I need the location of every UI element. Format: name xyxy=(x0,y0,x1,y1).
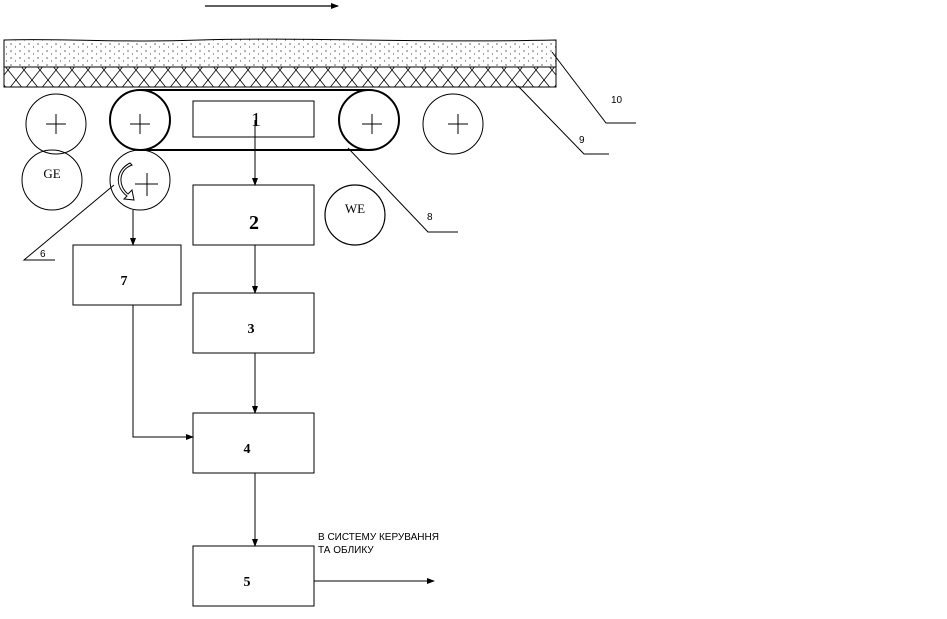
block-1 xyxy=(192,100,315,138)
callout-10-leader xyxy=(551,51,636,124)
ge-roller xyxy=(21,149,83,211)
arrow-7-to-4 xyxy=(132,305,194,440)
conveyor-belt xyxy=(3,66,557,88)
block-2 xyxy=(192,184,315,246)
we-roller xyxy=(324,184,386,246)
material-layer xyxy=(3,38,557,68)
roller-2 xyxy=(109,89,171,151)
block-4 xyxy=(192,412,315,474)
callout-6-leader xyxy=(22,184,115,261)
we-label: WE xyxy=(345,201,365,216)
callout-6: 6 xyxy=(40,249,46,260)
callout-8: 8 xyxy=(427,212,433,223)
roller-4 xyxy=(422,93,484,155)
output-text-line2: ТА ОБЛИКУ xyxy=(318,545,374,556)
roller-3 xyxy=(338,89,400,151)
ge-label: GE xyxy=(43,166,60,181)
rotation-arrow-icon xyxy=(117,162,135,201)
block-1-label: 1 xyxy=(251,109,261,131)
callout-10: 10 xyxy=(611,95,623,106)
block-7-label: 7 xyxy=(121,274,128,289)
block-3-label: 3 xyxy=(248,322,255,337)
callout-8-leader xyxy=(347,147,458,233)
block-2-label: 2 xyxy=(249,212,259,234)
callout-9-leader xyxy=(517,85,609,155)
rotation-roller xyxy=(109,149,171,211)
block-5-label: 5 xyxy=(244,575,251,590)
callout-9: 9 xyxy=(579,135,585,146)
block-4-label: 4 xyxy=(244,442,251,457)
block-5 xyxy=(192,545,315,607)
output-text-line1: В СИСТЕМУ КЕРУВАННЯ xyxy=(318,532,439,543)
block-7 xyxy=(72,244,182,306)
roller-1 xyxy=(25,93,87,155)
